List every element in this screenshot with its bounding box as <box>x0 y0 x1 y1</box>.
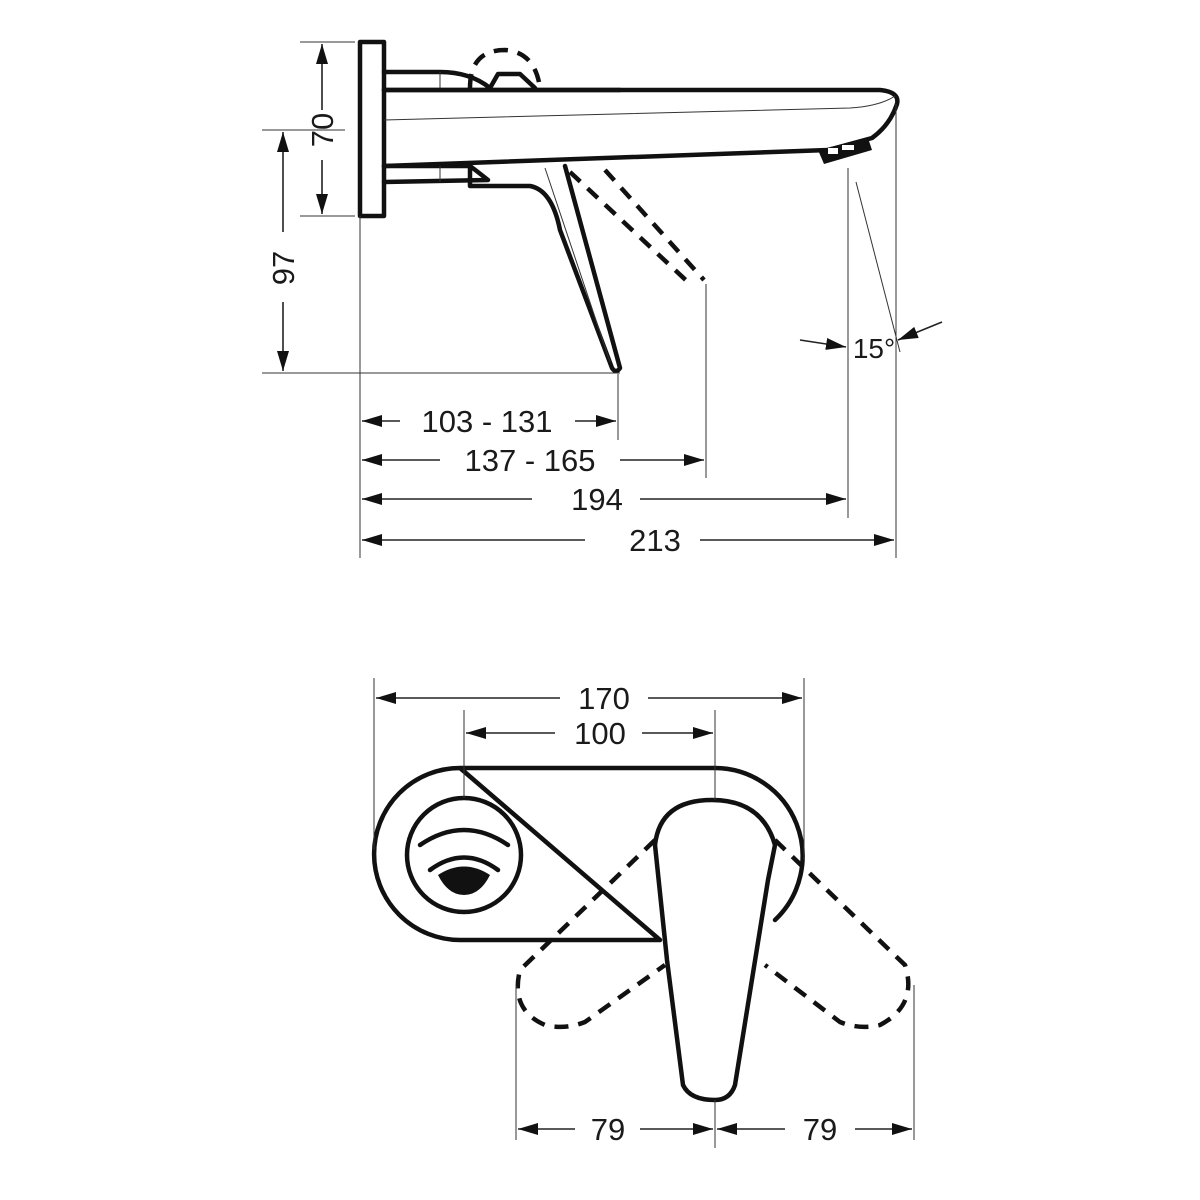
lever-side <box>467 163 623 374</box>
lever-right-swing-outline <box>763 838 911 1030</box>
spout <box>381 87 900 169</box>
cartridge-cap-outline <box>467 47 543 89</box>
dim-rosette-height: 70 <box>305 113 340 147</box>
dim-lever-swing-right: 79 <box>803 1112 837 1147</box>
dim-plate-width: 170 <box>578 681 630 716</box>
dim-aerator-reach: 194 <box>571 482 623 517</box>
dim-lever-tip-height: 97 <box>266 251 301 285</box>
dim-center-distance: 100 <box>574 716 626 751</box>
dim-spout-length: 213 <box>629 523 681 558</box>
side-view: 70 97 103 - 131 137 - 165 194 213 15° <box>262 39 943 558</box>
aerator <box>818 138 872 164</box>
wall-rosette <box>357 39 387 219</box>
front-view: 170 100 79 79 <box>371 678 915 1148</box>
dim-spout-angle: 15° <box>853 333 895 364</box>
aerator-opening <box>438 866 490 895</box>
dim-lever-swing-left: 79 <box>591 1112 625 1147</box>
dim-lever-open-reach: 137 - 165 <box>465 443 596 478</box>
lever-front <box>652 797 778 1103</box>
lever-left-swing-outline <box>515 838 667 1030</box>
dim-lever-reach: 103 - 131 <box>422 404 553 439</box>
lever-side-open-outline <box>568 168 706 286</box>
cover-plate <box>371 765 805 943</box>
